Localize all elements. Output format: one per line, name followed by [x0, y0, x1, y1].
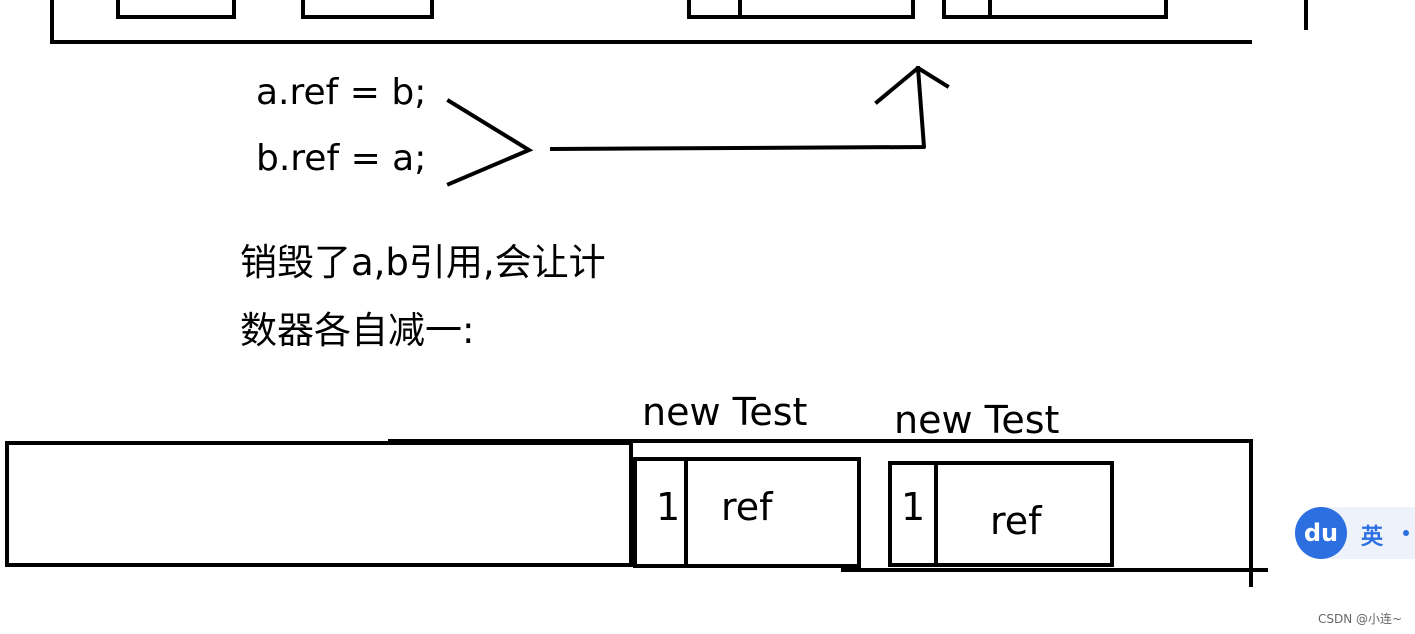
object-2-field: ref	[990, 499, 1042, 543]
top-object-a	[687, 0, 915, 19]
top-slot-1	[116, 0, 236, 19]
heap-region	[388, 439, 1253, 587]
statements-chevron	[446, 98, 534, 187]
note-line-2: 数器各自减一:	[240, 309, 475, 352]
ime-toolbar[interactable]: du 英	[1295, 507, 1415, 559]
baidu-ime-logo-icon[interactable]: du	[1295, 507, 1347, 559]
stack-area	[5, 441, 633, 567]
object-1-field: ref	[721, 485, 773, 529]
object-2-label: new Test	[894, 398, 1060, 442]
arrow-to-objects	[549, 65, 926, 152]
top-slot-2	[301, 0, 434, 19]
code-line-2: b.ref = a;	[256, 138, 427, 179]
top-object-b	[942, 0, 1168, 19]
object-2-box	[888, 461, 1114, 567]
ime-language-toggle[interactable]: 英	[1361, 525, 1384, 550]
code-line-1: a.ref = b;	[256, 72, 427, 113]
top-memory-region	[50, 0, 1252, 44]
note-line-1: 销毁了a,b引用,会让计	[240, 241, 606, 284]
object-1-label: new Test	[642, 390, 808, 434]
object-2-count: 1	[901, 485, 926, 529]
object-1-count: 1	[656, 485, 681, 529]
arrow-head	[874, 66, 950, 105]
csdn-watermark: CSDN @小连~	[1318, 612, 1403, 626]
ime-menu-dot-icon[interactable]	[1403, 530, 1409, 536]
object-1-box	[633, 457, 861, 568]
